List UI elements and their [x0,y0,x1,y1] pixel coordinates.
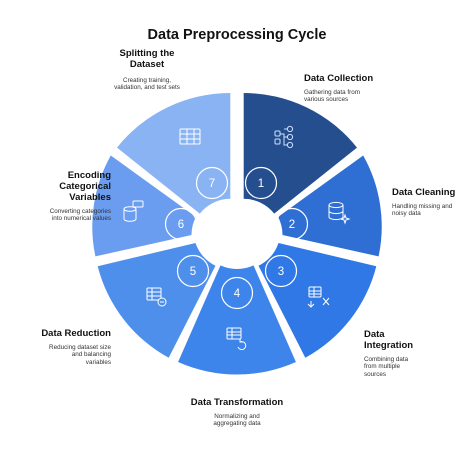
table-minus-icon [146,287,167,307]
step-title-5: Data Reduction [41,328,111,339]
step-desc-5: Reducing dataset size and balancing vari… [49,344,111,366]
step-desc-2: Handling missing and noisy data [392,203,453,218]
step-number-4: 4 [234,288,241,300]
step-title-1: Data Collection [304,73,374,84]
table-merge-icon [307,286,330,308]
table-refresh-icon [226,327,247,351]
step-label-2: Data Cleaning Handling missing and noisy… [392,187,472,218]
step-number-1: 1 [258,178,264,190]
step-label-3: Data Integration Combining data from mul… [364,329,434,378]
data-flow-icon [274,125,294,149]
diagram-title: Data Preprocessing Cycle [147,27,327,43]
database-sparkle-icon [328,201,351,225]
step-title-2: Data Cleaning [392,187,456,198]
step-desc-4: Normalizing and aggregating data [213,413,261,428]
step-label-6: Encoding Categorical Variables Convertin… [10,170,111,223]
step-title-6: Encoding Categorical Variables [59,170,111,203]
database-tag-icon [123,200,144,222]
segment-1: 1 [243,93,357,214]
table-split-icon [179,128,201,145]
step-label-4: Data Transformation Normalizing and aggr… [187,397,287,428]
segment-3: 3 [258,243,377,358]
segment-2: 2 [275,155,382,257]
step-desc-3: Combining data from multiple sources [364,356,409,378]
step-desc-1: Gathering data from various sources [304,89,361,104]
step-label-7: Splitting the Dataset Creating training,… [107,48,187,92]
step-number-6: 6 [178,219,184,231]
step-title-4: Data Transformation [190,397,284,408]
step-label-5: Data Reduction Reducing dataset size and… [10,328,111,366]
step-number-7: 7 [209,178,215,190]
step-desc-6: Converting categories into numerical val… [49,208,111,223]
step-number-2: 2 [289,219,295,231]
step-title-3: Data Integration [364,329,414,351]
step-desc-7: Creating training, validation, and test … [114,77,180,92]
segment-7: 7 [117,93,231,214]
step-number-3: 3 [278,266,284,278]
segment-6: 6 [92,155,198,257]
segment-4: 4 [178,265,296,375]
step-title-7: Splitting the Dataset [119,48,175,70]
segment-5: 5 [97,243,216,358]
step-label-1: Data Collection Gathering data from vari… [304,73,424,104]
step-number-5: 5 [190,266,196,278]
